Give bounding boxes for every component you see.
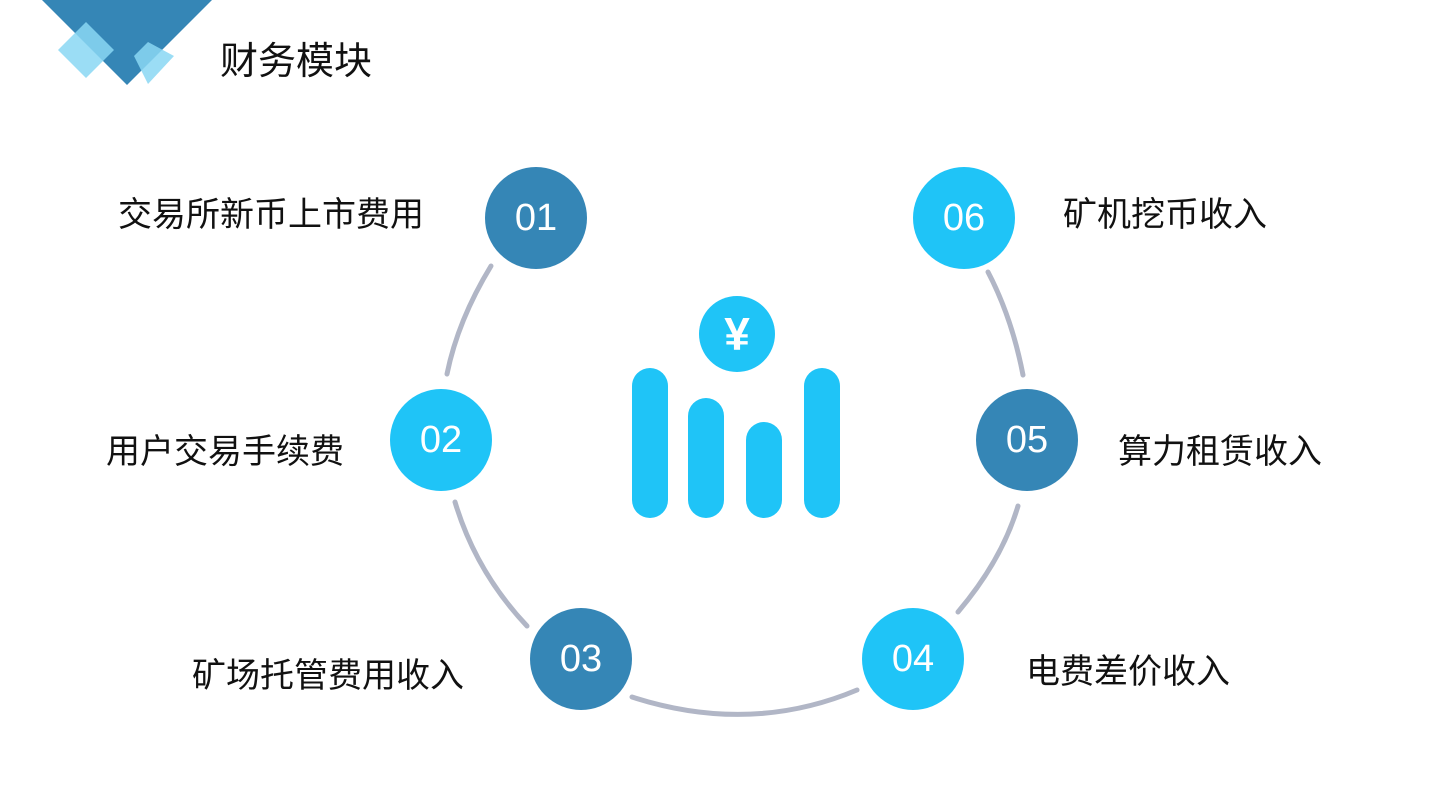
label-02: 用户交易手续费: [106, 432, 344, 472]
node-06: 06: [913, 167, 1015, 269]
chart-bar-1: [632, 368, 668, 518]
chart-bar-2: [688, 398, 724, 518]
arc-01-02: [444, 263, 494, 377]
label-04: 电费差价收入: [1026, 652, 1230, 692]
label-01: 交易所新币上市费用: [118, 195, 424, 235]
arc-03-04: [629, 687, 860, 717]
node-04: 04: [862, 608, 964, 710]
page-title: 财务模块: [220, 39, 373, 83]
chart-bar-3: [746, 422, 782, 518]
label-03: 矿场托管费用收入: [192, 656, 464, 696]
label-05: 算力租赁收入: [1118, 432, 1322, 472]
chart-bar-4: [804, 368, 840, 518]
node-02: 02: [390, 389, 492, 491]
label-06: 矿机挖币收入: [1063, 195, 1267, 235]
arc-02-03: [452, 499, 530, 629]
corner-decoration: [42, 0, 212, 85]
node-05: 05: [976, 389, 1078, 491]
yuan-symbol: ¥: [724, 308, 750, 360]
yuan-bar-chart-icon: ¥: [632, 296, 840, 518]
node-01: 01: [485, 167, 587, 269]
node-03: 03: [530, 608, 632, 710]
arc-04-05: [955, 503, 1021, 615]
arc-05-06: [985, 269, 1026, 378]
